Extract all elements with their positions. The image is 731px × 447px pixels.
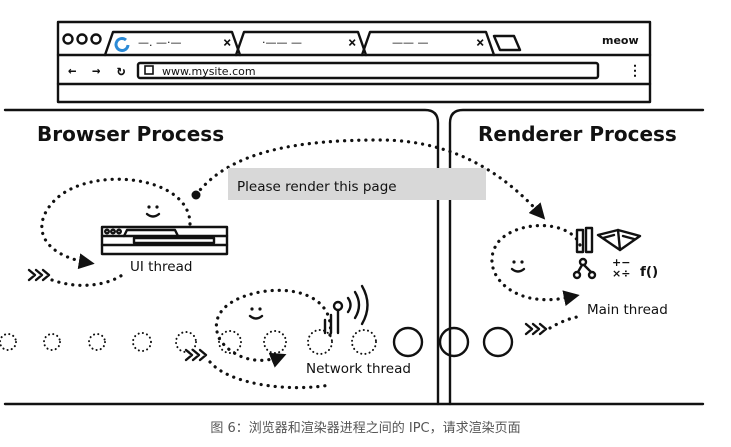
window-control-icon[interactable]	[90, 33, 102, 45]
network-thread: Network thread	[184, 284, 411, 390]
idle-thread-circle	[263, 330, 287, 354]
idle-thread-circle	[0, 333, 17, 351]
ipc-arrow	[194, 138, 546, 220]
ruler-icon	[584, 226, 594, 254]
back-icon[interactable]: ←	[68, 63, 76, 79]
face-icon	[510, 260, 526, 273]
network-thread-loop	[214, 288, 332, 368]
menu-icon[interactable]: ⋮	[628, 63, 642, 79]
active-thread-circle	[392, 326, 424, 358]
main-thread: +−×÷ f() Main thread	[490, 223, 668, 336]
browser-process-title: Browser Process	[37, 122, 224, 146]
math-symbols-icon: +−×÷	[612, 256, 630, 280]
forward-icon[interactable]: →	[92, 63, 100, 79]
antenna-icon	[323, 284, 369, 335]
main-thread-label: Main thread	[587, 302, 668, 318]
tab-3[interactable]: —— — ×	[360, 30, 496, 57]
idle-thread-circle	[88, 333, 106, 351]
idle-thread-circle	[307, 329, 333, 355]
ui-thread-label: UI thread	[130, 259, 192, 275]
window-control-icon[interactable]	[62, 33, 74, 45]
tab-label: ·—— —	[262, 36, 302, 49]
tab-1[interactable]: —. —·— ×	[103, 30, 242, 57]
renderer-process-title: Renderer Process	[478, 122, 677, 146]
tab-label: —. —·—	[138, 36, 182, 49]
active-thread-circle	[482, 326, 514, 358]
reload-icon[interactable]: ↻	[117, 63, 126, 79]
chevrons-icon	[524, 322, 548, 336]
tree-diagram-icon	[572, 257, 597, 280]
idle-thread-circle	[351, 329, 377, 355]
idle-thread-circle	[218, 330, 242, 354]
function-icon: f()	[640, 264, 658, 280]
window-frame	[56, 20, 652, 104]
message-box	[228, 168, 486, 200]
face-icon	[248, 307, 264, 320]
new-tab-button[interactable]	[492, 34, 522, 52]
window-control-icon[interactable]	[76, 33, 88, 45]
network-thread-label: Network thread	[306, 361, 411, 377]
idle-thread-circle	[175, 331, 197, 353]
idle-thread-circle	[43, 333, 61, 351]
tab-2[interactable]: ·—— — ×	[234, 30, 368, 57]
tab-label: —— —	[392, 36, 429, 49]
figure-caption: 图 6：浏览器和渲染器进程之间的 IPC，请求渲染页面	[210, 421, 521, 436]
idle-thread-circle	[132, 332, 152, 352]
brand-label: meow	[602, 34, 639, 47]
tab-close-icon[interactable]: ×	[223, 35, 231, 51]
ruler-icon	[575, 228, 585, 254]
mini-browser-icon	[100, 225, 229, 256]
url-text[interactable]: www.mysite.com	[162, 65, 256, 78]
main-thread-loop	[490, 223, 582, 307]
chevrons-icon	[27, 268, 51, 282]
book-icon	[596, 228, 642, 252]
face-icon	[145, 205, 161, 218]
renderer-process-box	[448, 108, 705, 406]
active-thread-circle	[438, 326, 470, 358]
browser-process-box	[3, 108, 440, 406]
thread-pool	[0, 326, 514, 358]
tab-close-icon[interactable]: ×	[476, 35, 484, 51]
chevrons-icon	[184, 348, 208, 362]
ui-thread-loop	[40, 177, 192, 270]
loading-spinner-icon	[114, 37, 130, 52]
lock-icon	[144, 65, 154, 75]
message-text: Please render this page	[237, 179, 397, 195]
browser-window: —. —·— × ·—— — × —— — × meow ← → ↻ www.m…	[56, 20, 652, 104]
address-bar[interactable]	[136, 61, 600, 80]
tab-close-icon[interactable]: ×	[348, 35, 356, 51]
ui-thread: UI thread	[27, 177, 229, 287]
